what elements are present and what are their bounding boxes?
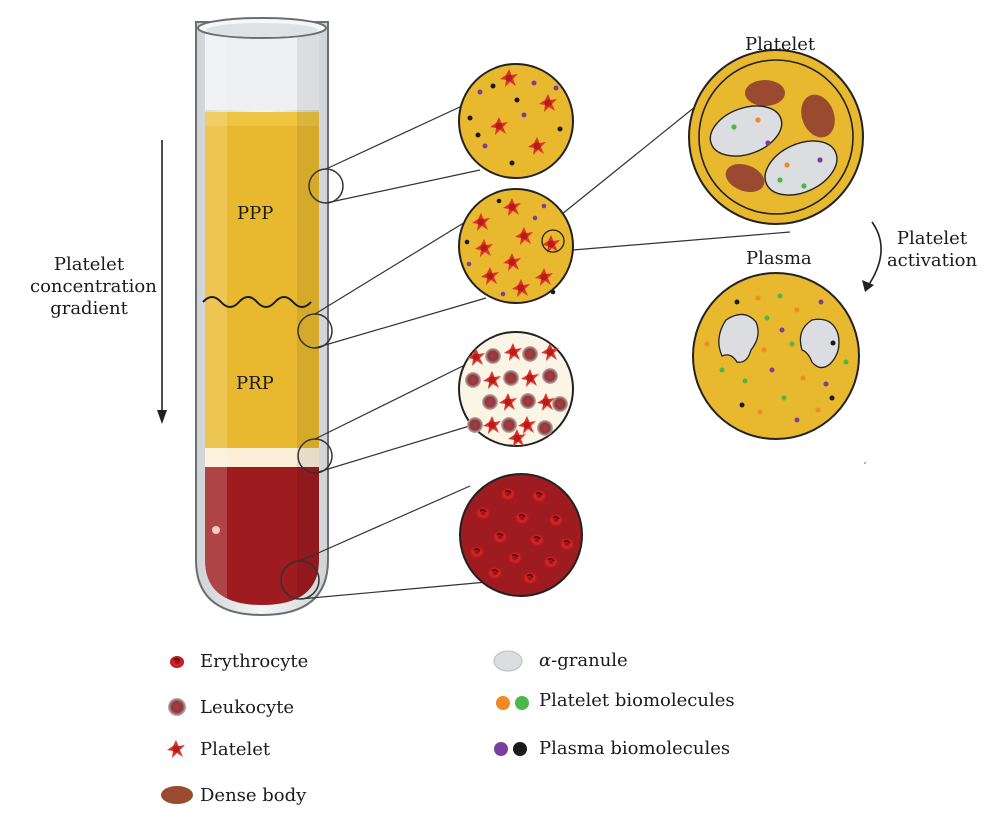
legend-platelet-biomolecules: Platelet biomolecules — [539, 690, 735, 711]
legend-platelet-biomolecules-icon — [496, 696, 529, 710]
gradient-label-line3: gradient — [50, 298, 128, 319]
legend-erythrocyte-icon — [169, 655, 185, 669]
platelet-activation-arrow — [862, 221, 882, 292]
legend-alpha-granule-icon — [493, 650, 523, 672]
ppp-magnified-circle — [458, 63, 574, 179]
legend-plasma-biomolecules: Plasma biomolecules — [539, 738, 731, 759]
legend-icons — [161, 650, 529, 804]
plasma-title: Plasma — [746, 248, 812, 269]
activation-label-line1: Platelet — [896, 228, 968, 249]
legend-dense-body-icon — [161, 786, 193, 804]
prp-magnified-circle — [458, 188, 574, 304]
ppp-prp-boundary — [202, 296, 312, 308]
legend-erythrocyte: Erythrocyte — [200, 651, 309, 672]
erythrocyte-layer — [205, 467, 319, 605]
erythrocyte-magnified-circle — [459, 473, 583, 597]
buffy-coat-layer — [205, 448, 319, 468]
activation-label-line2: activation — [886, 250, 978, 271]
tube-empty-section — [205, 30, 319, 110]
test-tube — [195, 17, 329, 617]
prp-layer — [205, 300, 319, 450]
gradient-label-line1: Platelet — [53, 254, 125, 275]
activation-label: Platelet activation — [880, 228, 984, 272]
legend-plasma-biomolecules-icon — [494, 742, 527, 756]
platelet-title: Platelet — [745, 34, 816, 55]
legend-alpha-granule: α-granule — [539, 650, 628, 672]
connector-lines — [299, 97, 791, 600]
prp-label: PRP — [236, 373, 274, 394]
plasma-closeup — [692, 272, 860, 440]
legend-dense-body: Dense body — [200, 785, 307, 806]
legend-alpha-symbol: α — [539, 650, 552, 671]
ppp-label: PPP — [237, 203, 274, 224]
decorative-dots — [864, 462, 866, 464]
gradient-label: Platelet concentration gradient — [30, 254, 157, 320]
gradient-label-line2: concentration — [30, 276, 157, 297]
legend-platelet-icon — [167, 740, 185, 758]
buffy-coat-magnified-circle — [458, 331, 574, 447]
platelet-closeup — [688, 49, 864, 225]
concentration-gradient-arrow — [157, 140, 167, 424]
ppp-layer — [205, 112, 319, 302]
legend-leukocyte: Leukocyte — [200, 697, 295, 718]
legend-platelet: Platelet — [200, 739, 271, 760]
legend-leukocyte-icon — [168, 698, 186, 716]
legend-alpha-granule-text: -granule — [551, 650, 628, 671]
